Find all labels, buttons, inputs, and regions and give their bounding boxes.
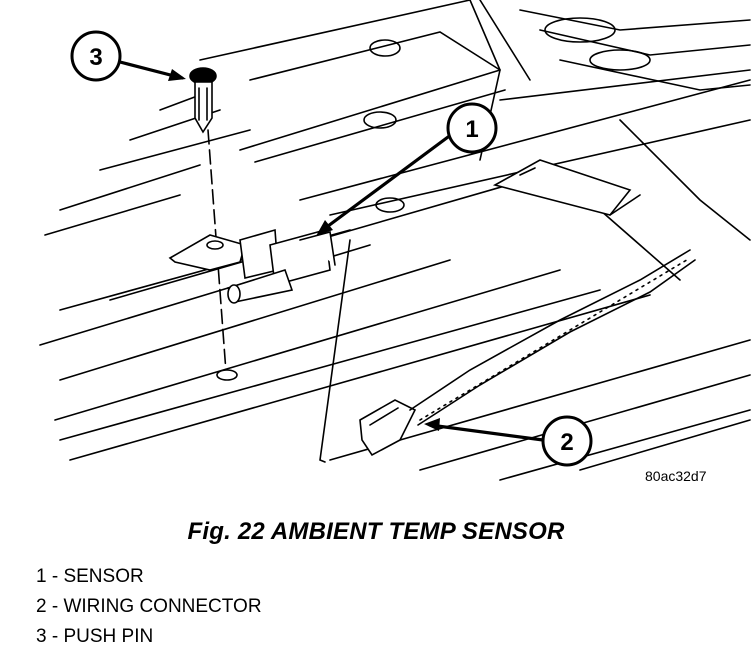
legend-item-push-pin: 3 - PUSH PIN	[36, 626, 154, 647]
image-code: 80ac32d7	[645, 468, 707, 484]
panel-edge	[319, 239, 351, 463]
legend-item-sensor: 1 - SENSOR	[36, 566, 144, 587]
callout-number-3: 3	[89, 44, 102, 71]
push-pin-drawing	[189, 67, 217, 134]
callout-circle-3	[70, 30, 122, 82]
mounting-hole	[216, 369, 238, 381]
leader-arrowheads	[168, 69, 440, 431]
callout-number-1: 1	[465, 116, 478, 143]
callout-circle-2	[541, 415, 593, 467]
wiring-connector-drawing	[359, 249, 696, 457]
figure-title: Fig. 22 AMBIENT TEMP SENSOR	[187, 518, 565, 545]
callout-number-2: 2	[560, 429, 573, 456]
callout-circle-1	[446, 102, 498, 154]
mounting-bracket	[492, 159, 641, 216]
sensor-drawing	[168, 228, 336, 304]
legend-item-wiring-connector: 2 - WIRING CONNECTOR	[36, 596, 262, 617]
parts-legend: 1 - SENSOR 2 - WIRING CONNECTOR 3 - PUSH…	[36, 562, 262, 652]
sensor-installation-illustration: 3 1 2	[39, 0, 751, 481]
